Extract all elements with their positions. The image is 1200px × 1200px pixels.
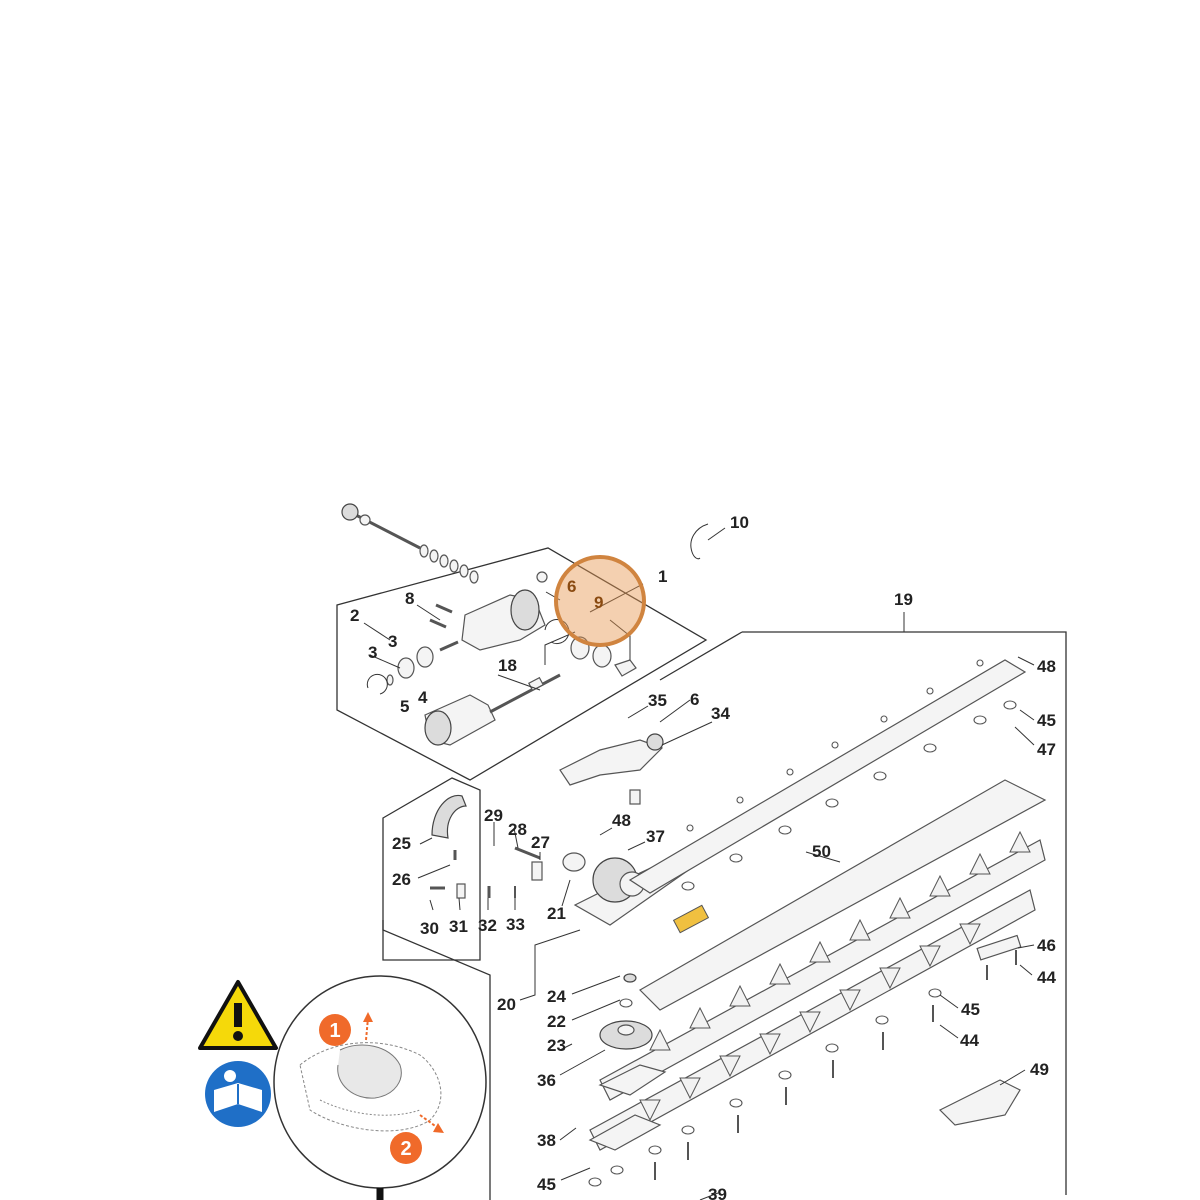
callout-46: 46 bbox=[1037, 936, 1056, 955]
callout-26: 26 bbox=[392, 870, 411, 889]
callout-47: 47 bbox=[1037, 740, 1056, 759]
callout-31: 31 bbox=[449, 917, 468, 936]
callout-28: 28 bbox=[508, 820, 527, 839]
callout-23: 23 bbox=[547, 1036, 566, 1055]
callout-25: 25 bbox=[392, 834, 411, 853]
bearings bbox=[366, 640, 459, 695]
callout-37: 37 bbox=[646, 827, 665, 846]
step-1-badge: 1 bbox=[319, 1014, 351, 1046]
callout-18: 18 bbox=[498, 656, 517, 675]
callout-44a: 44 bbox=[1037, 968, 1056, 987]
callout-8: 8 bbox=[405, 589, 414, 608]
callout-22: 22 bbox=[547, 1012, 566, 1031]
step-1-label: 1 bbox=[329, 1020, 340, 1042]
callout-50: 50 bbox=[812, 842, 831, 861]
callout-10: 10 bbox=[730, 513, 749, 532]
callout-9: 9 bbox=[594, 593, 603, 612]
callout-30: 30 bbox=[420, 919, 439, 938]
callout-33: 33 bbox=[506, 915, 525, 934]
highlight-circle bbox=[554, 555, 646, 647]
callout-3b: 3 bbox=[368, 643, 377, 662]
blade-guard-49 bbox=[938, 1079, 1021, 1126]
step-2-badge: 2 bbox=[390, 1132, 422, 1164]
detail-inset bbox=[273, 975, 487, 1200]
callout-39: 39 bbox=[708, 1185, 727, 1200]
blade-group-frame bbox=[742, 631, 1067, 1195]
callout-45b: 45 bbox=[961, 1000, 980, 1019]
callout-36: 36 bbox=[537, 1071, 556, 1090]
callout-6a: 6 bbox=[567, 577, 576, 596]
callout-24: 24 bbox=[547, 987, 566, 1006]
warning-triangle-icon bbox=[198, 980, 278, 1050]
callout-21: 21 bbox=[547, 904, 566, 923]
leader-lines bbox=[363, 527, 1035, 1200]
blade-teeth bbox=[639, 830, 1031, 1122]
drive-shaft-assembly bbox=[341, 503, 479, 584]
gearbox-group-frame bbox=[336, 547, 708, 781]
callout-48b: 48 bbox=[612, 811, 631, 830]
callout-labels: 1 2 3 3 4 5 6 9 8 10 18 19 48 45 47 35 6… bbox=[350, 513, 1056, 1200]
cutter-blades bbox=[589, 830, 1046, 1151]
bearing-pair bbox=[544, 619, 637, 677]
callout-27: 27 bbox=[531, 833, 550, 852]
read-manual-icon bbox=[205, 1061, 271, 1127]
callout-45a: 45 bbox=[1037, 711, 1056, 730]
callout-45c: 45 bbox=[537, 1175, 556, 1194]
callout-38: 38 bbox=[537, 1131, 556, 1150]
step-2-label: 2 bbox=[400, 1138, 411, 1160]
spring-clip-10 bbox=[690, 523, 709, 560]
callout-34: 34 bbox=[711, 704, 730, 723]
callout-29: 29 bbox=[484, 806, 503, 825]
warning-sticker bbox=[672, 904, 710, 934]
gear-group-frame bbox=[382, 777, 481, 961]
callout-1: 1 bbox=[658, 567, 667, 586]
bolt-8 bbox=[429, 603, 453, 629]
eccentric-disc bbox=[588, 1020, 667, 1151]
callout-6b: 6 bbox=[690, 690, 699, 709]
small-hardware bbox=[430, 846, 543, 899]
callout-20: 20 bbox=[497, 995, 516, 1014]
plate-46 bbox=[976, 934, 1022, 961]
needle-bearing-25 bbox=[431, 794, 467, 839]
clutch-drum bbox=[424, 673, 561, 746]
callout-49: 49 bbox=[1030, 1060, 1049, 1079]
callout-48a: 48 bbox=[1037, 657, 1056, 676]
callout-4: 4 bbox=[418, 688, 428, 707]
screws-and-washers bbox=[588, 659, 1017, 1187]
blade-guide-bar bbox=[628, 659, 1047, 1011]
callout-5: 5 bbox=[400, 697, 409, 716]
callout-3a: 3 bbox=[388, 632, 397, 651]
callout-32: 32 bbox=[478, 916, 497, 935]
callout-19: 19 bbox=[894, 590, 913, 609]
callout-35: 35 bbox=[648, 691, 667, 710]
callout-2: 2 bbox=[350, 606, 359, 625]
callout-44b: 44 bbox=[960, 1031, 979, 1050]
gear-housing bbox=[461, 571, 548, 651]
